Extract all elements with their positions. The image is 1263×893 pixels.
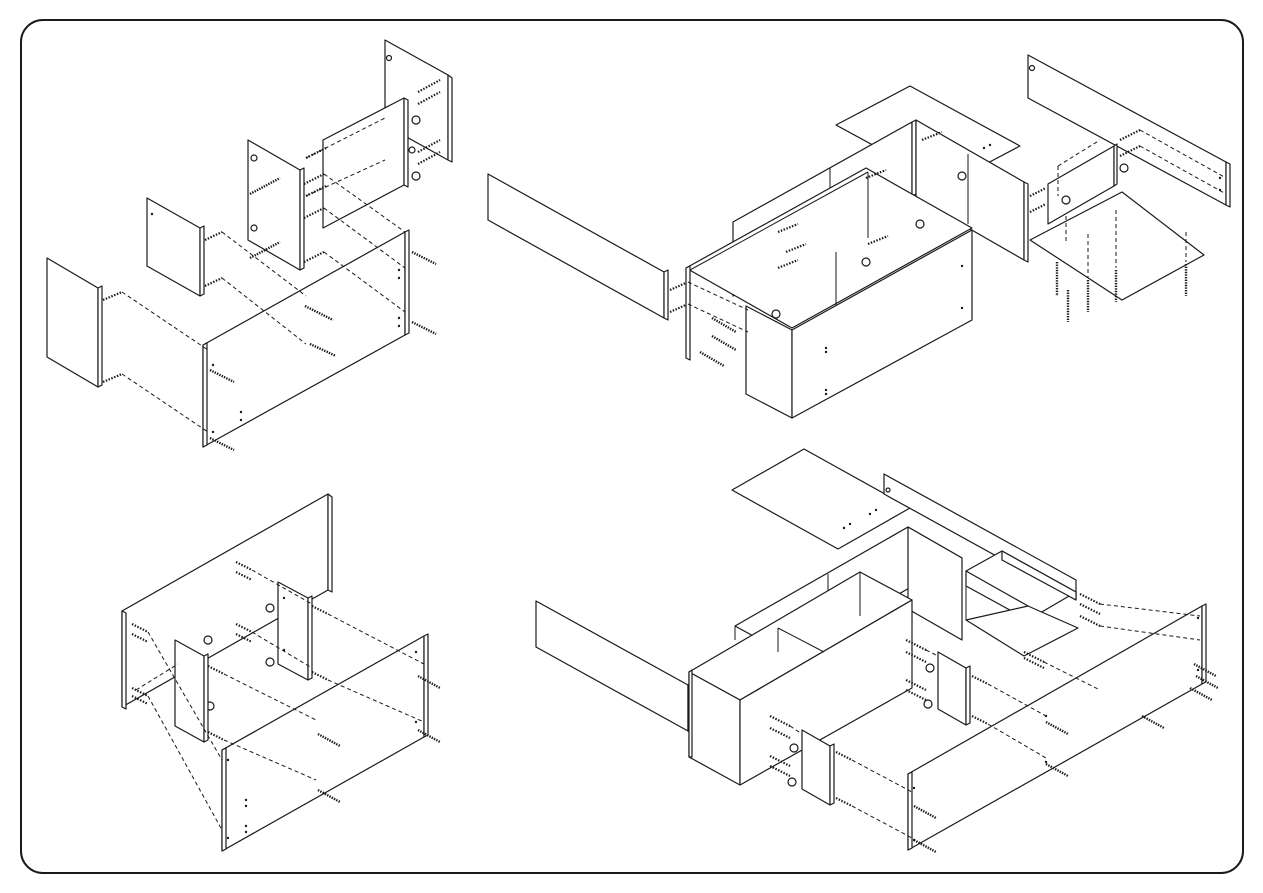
step-bottom-left: [122, 494, 440, 851]
divider-panel: [278, 582, 328, 680]
small-shelf-panel: [147, 198, 222, 296]
step-top-left: [47, 40, 452, 450]
long-front-board: [488, 174, 688, 320]
front-panel: [203, 230, 436, 450]
drawer-box: [966, 551, 1078, 656]
front-panel: [222, 634, 440, 851]
step-top-right: [488, 55, 1230, 418]
long-front-board: [536, 601, 692, 733]
divider-panel: [248, 140, 324, 270]
side-panel: [47, 258, 122, 387]
front-panel: [908, 604, 1218, 852]
step-bottom-right: [536, 449, 1218, 852]
top-board: [732, 449, 910, 549]
divider-panel: [175, 640, 224, 742]
